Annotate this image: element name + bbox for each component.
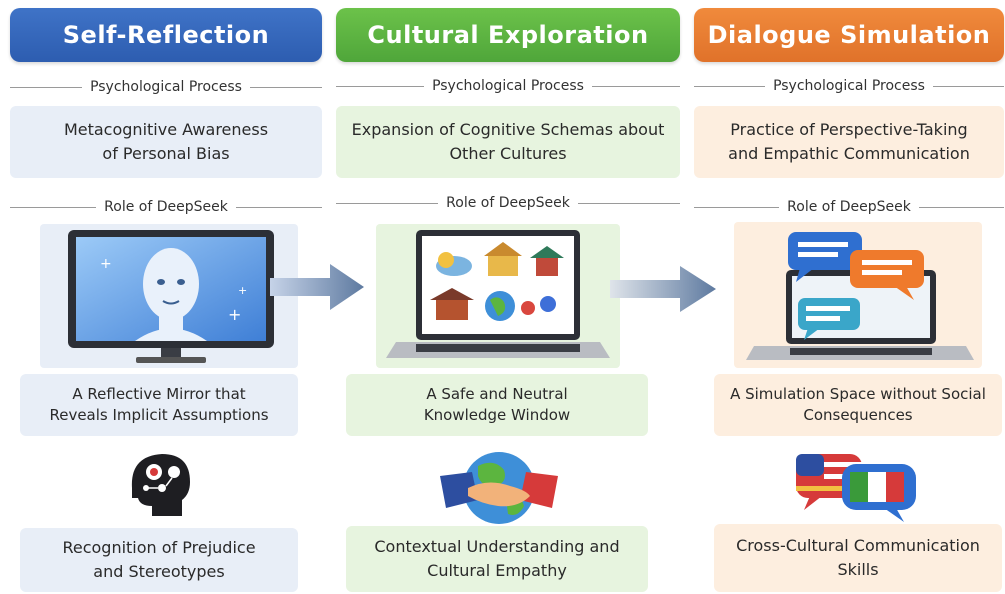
laptop-culture-icon: [386, 230, 610, 358]
svg-text:+: +: [238, 284, 247, 297]
role-separator: Role of DeepSeek: [694, 198, 1004, 216]
outcome-box: Recognition of Prejudice and Stereotypes: [20, 528, 298, 592]
role-text: A Simulation Space without Social Conseq…: [730, 385, 986, 424]
process-text: Expansion of Cognitive Schemas about Oth…: [351, 120, 665, 163]
role-separator: Role of DeepSeek: [10, 198, 322, 216]
role-separator: Role of DeepSeek: [336, 194, 680, 212]
laptop-chat-illustration: [734, 222, 982, 368]
header-dialogue-simulation: Dialogue Simulation: [694, 8, 1004, 62]
flow-arrow-1: [270, 262, 366, 316]
role-text: A Reflective Mirror that Reveals Implici…: [49, 385, 269, 424]
outcome-text: Cross-Cultural Communication Skills: [736, 536, 980, 579]
header-label: Dialogue Simulation: [707, 21, 991, 49]
process-label: Psychological Process: [90, 79, 242, 95]
outcome-box: Cross-Cultural Communication Skills: [714, 524, 1002, 592]
header-cultural-exploration: Cultural Exploration: [336, 8, 680, 62]
process-separator: Psychological Process: [336, 77, 680, 95]
laptop-chat-icon: [746, 232, 974, 360]
role-label: Role of DeepSeek: [104, 199, 228, 215]
process-label: Psychological Process: [432, 78, 584, 94]
role-label: Role of DeepSeek: [446, 195, 570, 211]
role-label: Role of DeepSeek: [787, 199, 911, 215]
role-box: A Reflective Mirror that Reveals Implici…: [20, 374, 298, 436]
monitor-face-icon: + + +: [68, 230, 274, 363]
process-text: Metacognitive Awareness of Personal Bias: [63, 120, 269, 163]
svg-text:+: +: [100, 256, 112, 272]
role-text: A Safe and Neutral Knowledge Window: [423, 385, 571, 424]
header-label: Cultural Exploration: [367, 21, 649, 49]
header-self-reflection: Self-Reflection: [10, 8, 322, 62]
laptop-illustration: [376, 224, 620, 368]
process-label: Psychological Process: [773, 78, 925, 94]
role-box: A Simulation Space without Social Conseq…: [714, 374, 1002, 436]
flow-arrow-2: [610, 264, 718, 318]
handshake-globe-icon: [438, 448, 560, 526]
process-box: Practice of Perspective-Taking and Empat…: [694, 106, 1004, 178]
process-separator: Psychological Process: [694, 77, 1004, 95]
process-box: Metacognitive Awareness of Personal Bias: [10, 106, 322, 178]
role-box: A Safe and Neutral Knowledge Window: [346, 374, 648, 436]
process-separator: Psychological Process: [10, 78, 322, 96]
flag-speech-icon: [792, 448, 920, 524]
outcome-text: Contextual Understanding and Cultural Em…: [374, 537, 620, 580]
process-box: Expansion of Cognitive Schemas about Oth…: [336, 106, 680, 178]
head-brain-icon: [122, 448, 196, 520]
monitor-illustration: + + +: [40, 224, 298, 368]
process-text: Practice of Perspective-Taking and Empat…: [728, 120, 970, 163]
header-label: Self-Reflection: [62, 21, 270, 49]
svg-text:+: +: [228, 305, 241, 324]
outcome-text: Recognition of Prejudice and Stereotypes: [62, 538, 256, 581]
outcome-box: Contextual Understanding and Cultural Em…: [346, 526, 648, 592]
